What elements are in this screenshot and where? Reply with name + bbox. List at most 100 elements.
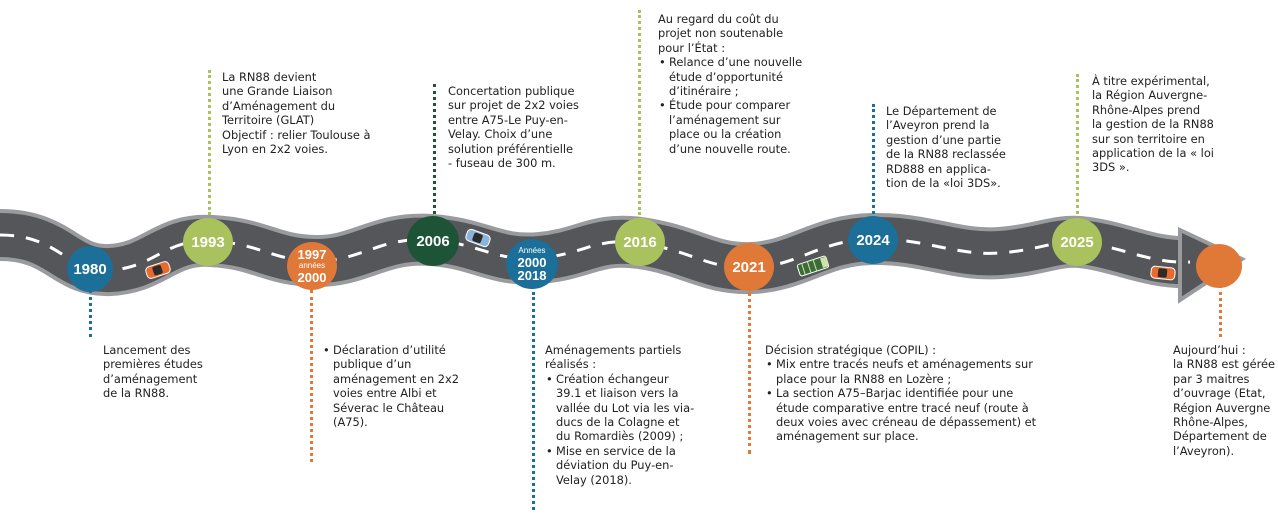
connector-2006 [433,84,436,214]
line: À titre expérimental, [1092,74,1210,88]
connector-today [1219,285,1222,337]
milestone-2025-text: À titre expérimental, la Région Auvergne… [1092,74,1214,175]
line: par 3 maitres [1173,371,1250,386]
line: projet non soutenable [658,26,784,41]
line: d’aménagement [103,371,198,386]
line: voies entre Albi et [333,386,437,401]
year-2025: 2025 [1060,233,1094,251]
truck [796,255,830,277]
line: Territoire (GLAT) [222,113,315,128]
year-badge-2006: 2006 [407,216,459,266]
line: Aménagements partiels [545,343,682,357]
line: sur projet de 2x2 voies [448,98,579,113]
line: premières études [103,357,203,372]
line: Lancement des [103,343,191,357]
line: Le Département de [886,104,997,118]
year-2021: 2021 [732,258,766,276]
line: 39.1 et liaison vers la [556,386,679,401]
line: pour l’État : [658,40,726,55]
year-badge-1997-2000: 1997 années 2000 [287,242,337,290]
year-2018: 2018 [517,268,547,283]
line: Rhône-Alpes prend [1092,102,1201,117]
line: solution préférentielle [448,141,574,156]
line: Lyon en 2x2 voies. [222,142,328,157]
year-badge-1993: 1993 [183,218,233,266]
line: Décision stratégique (COPIL) : [765,343,936,357]
milestone-1980-text: Lancement des premières études d’aménage… [103,343,203,401]
line: Création échangeur [556,371,669,386]
bullet-item: Étude pour comparer l’aménagement sur pl… [658,98,802,156]
line: étude d’opportunité [669,69,784,84]
line: étude comparative entre tracé neuf (rout… [776,400,1029,415]
milestone-2024-text: Le Département de l’Aveyron prend la ges… [886,104,1006,190]
line: Au regard du coût du [658,12,779,26]
line: Relance d’une nouvelle [669,55,803,70]
line: Objectif : relier Toulouse à [222,127,371,142]
connector-2024 [872,104,875,214]
line: ducs de la Colagne et [556,415,680,430]
line: deux voies avec créneau de dépassement) … [776,415,1037,430]
line: (A75). [333,415,368,430]
milestone-1993-text: La RN88 devient une Grande Liaison d’Amé… [222,70,371,156]
year-annees: années [298,261,326,270]
line: La section A75–Barjac identifiée pour un… [776,386,1014,401]
line: entre A75-Le Puy-en- [448,112,568,127]
line: de la RN88. [103,386,170,401]
year-2006: 2006 [416,232,450,250]
line: Déclaration d’utilité [333,343,446,357]
connector-1993 [208,70,211,215]
bullet-item: Création échangeur 39.1 et liaison vers … [545,372,694,444]
line: d’Aménagement du [222,98,336,113]
line: place ou la création [669,127,782,142]
connector-2025 [1076,74,1079,214]
milestone-2021-text: Décision stratégique (COPIL) : Mix entre… [765,343,1036,444]
bullet-item: Mix entre tracés neufs et aménagements s… [765,357,1036,386]
line: publique d’un [333,357,412,372]
line: Mix entre tracés neufs et aménagements s… [776,357,1033,372]
line: d’une nouvelle route. [669,141,791,156]
connector-2021 [748,292,751,454]
milestone-2000-2018-text: Aménagements partiels réalisés : Créatio… [545,343,694,487]
bullet-item: Mise en service de la déviation du Puy-e… [545,444,694,487]
line: application de la « loi [1092,146,1214,161]
line: Rhône-Alpes, [1173,415,1248,430]
bullet-item: La section A75–Barjac identifiée pour un… [765,386,1036,444]
line: tion de la «loi 3DS». [886,176,1001,191]
line: la Région Auvergne- [1092,88,1208,103]
year-1980: 1980 [73,260,107,278]
year-badge-2016: 2016 [615,218,665,266]
line: aménagement en 2x2 [333,371,460,386]
year-2016: 2016 [623,233,657,251]
line: Département de [1173,429,1267,444]
connector-1980 [89,290,92,337]
connector-2016 [638,10,641,215]
line: Aujourd’hui : [1173,343,1246,357]
line: une Grande Liaison [222,84,333,99]
line: l’Aveyron). [1173,443,1235,458]
bullet-item: Déclaration d’utilité publique d’un amén… [322,343,459,429]
line: Séverac le Château [333,400,445,415]
line: Région Auvergne [1173,400,1271,415]
line: l’aménagement sur [669,112,781,127]
car-3 [1150,265,1176,281]
year-badge-2021: 2021 [724,243,774,291]
line: réalisés : [545,357,597,372]
line: l’Aveyron prend la [886,118,990,133]
year-2000: 2000 [297,270,327,285]
line: Concertation publique [448,84,575,98]
line: Velay (2018). [556,472,632,487]
connector-1997 [310,290,313,462]
year-1993: 1993 [191,233,225,251]
car-2 [465,228,491,248]
line: d’ouvrage (Etat, [1173,386,1266,401]
connector-2000-2018 [532,292,535,510]
line: aménagement sur place. [776,429,919,444]
year-1997: 1997 [297,247,327,262]
line: la RN88 est gérée [1173,357,1276,372]
year-badge-1980: 1980 [67,246,113,292]
line: de la RN88 reclassée [886,147,1006,162]
line: d’itinéraire ; [669,84,739,99]
year-2024: 2024 [856,231,890,249]
line: sur son territoire en [1092,131,1205,146]
line: la gestion de la RN88 [1092,117,1214,132]
